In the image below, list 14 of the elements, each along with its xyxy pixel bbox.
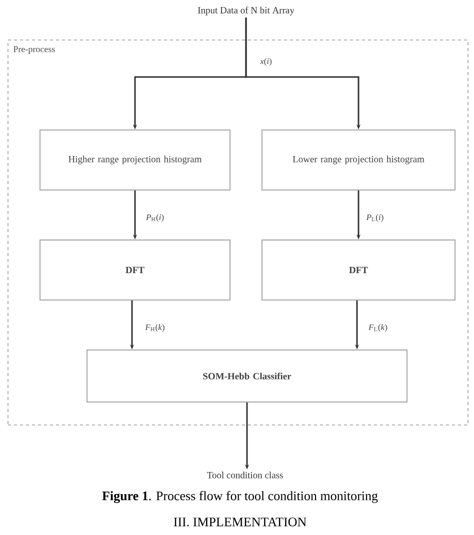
edge-label: P$_{H}$(i) [146,214,164,222]
process-box: DFT [40,240,230,300]
section-heading: III. IMPLEMENTATION [174,518,306,526]
edge-label: F$_{H}$(k) [145,324,164,332]
edge-label: x(i) [260,58,272,66]
flow-text: Tool condition class [206,472,283,478]
caption: Figure 1. Process flow for tool condition monitoring [102,490,378,503]
process-box: SOM-Hebb Classifier [86,350,408,402]
process-box: DFT [262,240,456,300]
edge-label: P$_{L}$(i) [366,214,384,222]
process-box: Higher range projection histogram [40,130,230,190]
edge-label: F$_{L}$(k) [368,324,388,332]
process-box: Lower range projection histogram [262,130,456,190]
flow-text: Input Data of N bit Array [198,6,294,16]
